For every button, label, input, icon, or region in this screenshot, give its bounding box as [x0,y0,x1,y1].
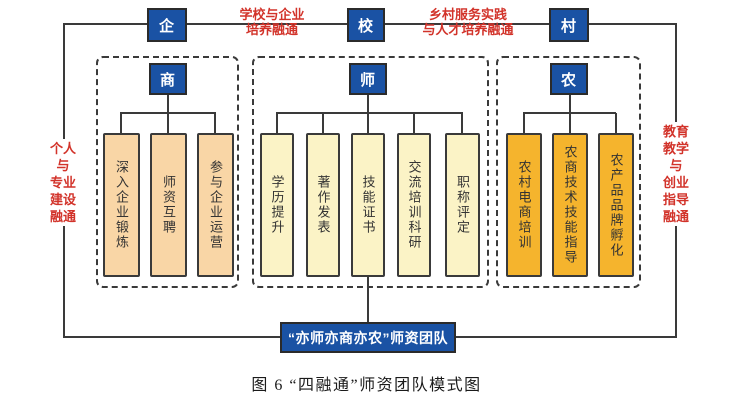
bottom-right-connector-line [454,336,677,338]
item-label: 著作发表 [315,175,331,235]
item-rural-ecommerce-training: 农村电商培训 [506,133,542,277]
shi-header-stub [367,95,369,113]
item-label: 师资互聘 [161,175,176,235]
item-label: 农产品品牌孵化 [608,152,624,258]
item-mutual-hiring: 师资互聘 [150,133,187,277]
shi-stub-5 [461,113,463,133]
item-publication: 著作发表 [306,133,340,277]
item-label: 学历提升 [269,175,285,235]
node-village: 村 [549,8,589,42]
item-label: 职称评定 [455,175,470,235]
item-enterprise-operation: 参与企业运营 [197,133,234,277]
shi-rail [276,112,463,114]
label-school-enterprise-integration: 学校与企业 培养融通 [239,7,305,37]
item-label: 深入企业锻炼 [114,160,129,250]
nong-header-stub [569,95,571,113]
shang-stub-2 [167,113,169,133]
item-label: 农商技术技能指导 [562,145,578,265]
item-exchange-training-research: 交流培训科研 [397,133,431,277]
label-personal-professional-integration: 个人 与 专业 建设 融通 [36,139,90,226]
label-education-entrepreneurship-integration: 教育 教学 与 创业 指导 融通 [650,122,702,226]
shi-stub-4 [413,113,415,133]
nong-stub-3 [615,113,617,133]
item-label: 交流培训科研 [406,160,422,250]
item-agri-tech-guidance: 农商技术技能指导 [552,133,588,277]
item-enterprise-training: 深入企业锻炼 [103,133,140,277]
group-box-shi [252,56,489,288]
node-teacher-team: “亦师亦商亦农”师资团队 [280,322,456,353]
node-enterprise: 企 [147,8,187,42]
item-label: 技能证书 [360,175,376,235]
label-village-service-integration: 乡村服务实践 与人才培养融通 [422,7,514,37]
shang-stub-1 [120,113,122,133]
nong-stub-2 [569,113,571,133]
item-brand-incubation: 农产品品牌孵化 [598,133,634,277]
item-label: 参与企业运营 [208,160,223,250]
shang-header-stub [167,95,169,113]
item-label: 农村电商培训 [516,160,532,250]
shi-stub-2 [322,113,324,133]
node-shi: 师 [349,63,387,95]
center-bottom-connector-line [367,277,369,323]
shi-stub-3 [367,113,369,133]
node-school: 校 [347,8,385,42]
shi-stub-1 [276,113,278,133]
node-nong: 农 [550,63,588,95]
item-skill-certificate: 技能证书 [351,133,385,277]
figure-caption: 图 6 “四融通”师资团队模式图 [251,377,482,394]
shang-stub-3 [214,113,216,133]
group-box-shang [96,56,239,288]
group-box-nong [496,56,641,288]
item-title-evaluation: 职称评定 [445,133,480,277]
item-degree-upgrade: 学历提升 [260,133,294,277]
node-shang: 商 [149,63,187,95]
bottom-left-connector-line [63,336,282,338]
nong-stub-1 [523,113,525,133]
